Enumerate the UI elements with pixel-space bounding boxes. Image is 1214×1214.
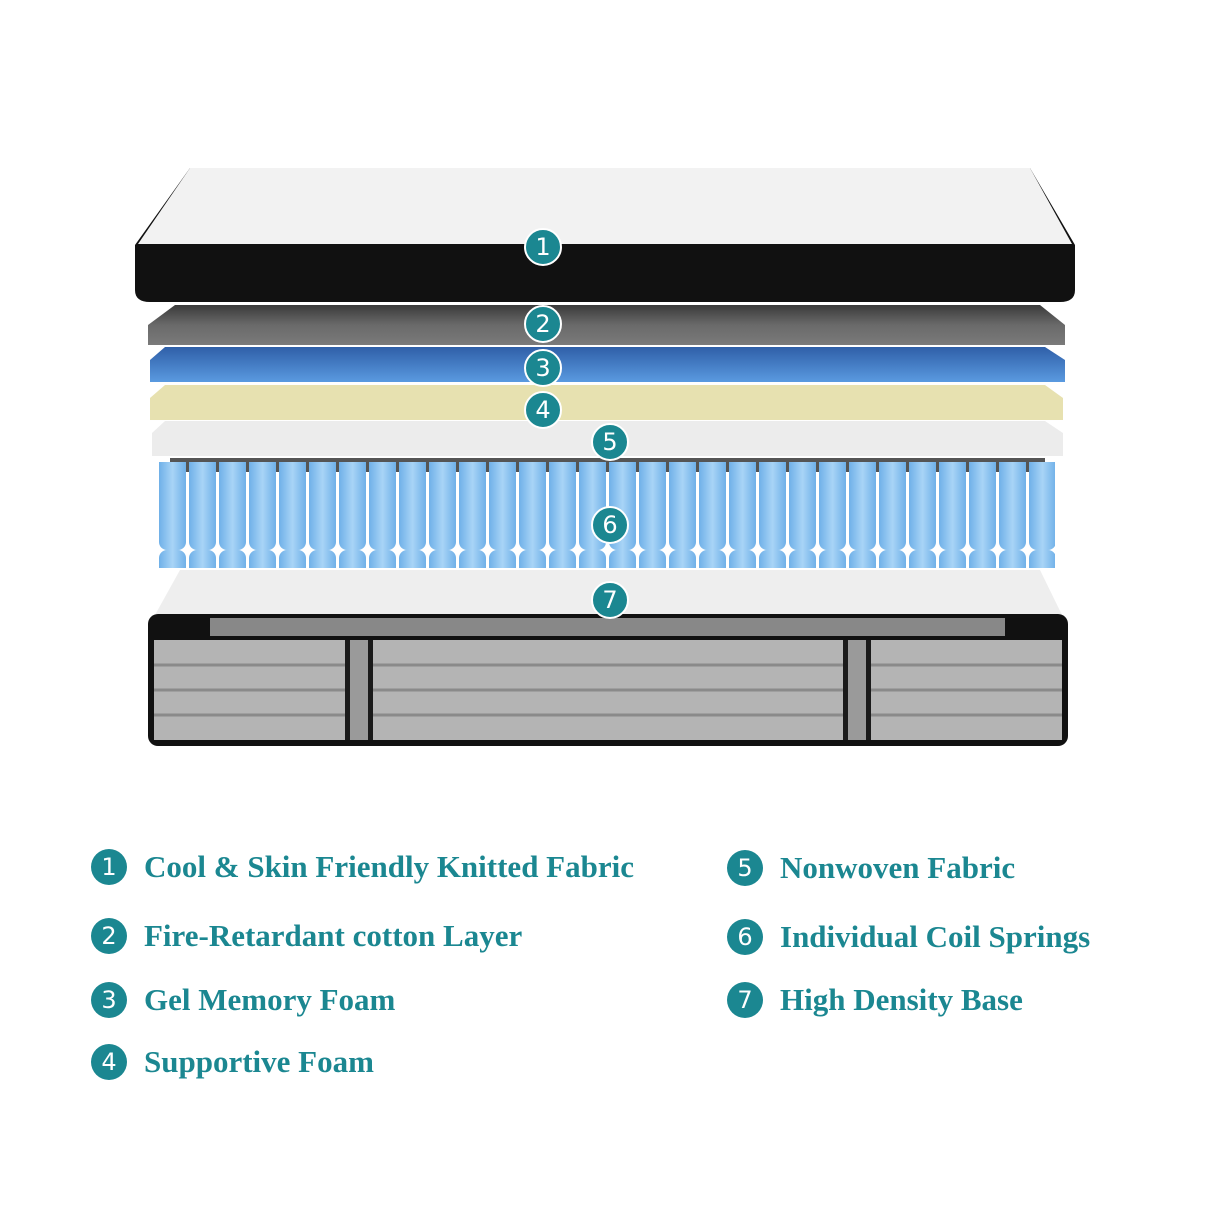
legend-item-3: 3 Gel Memory Foam [91, 982, 395, 1018]
layer-6-coil-springs [158, 458, 1055, 568]
svg-text:3: 3 [535, 354, 550, 382]
svg-text:4: 4 [535, 396, 550, 424]
legend-number: 5 [727, 850, 763, 886]
badge-2: 2 [524, 305, 562, 343]
svg-text:7: 7 [602, 586, 617, 614]
legend-label: Cool & Skin Friendly Knitted Fabric [144, 849, 634, 884]
legend-item-5: 5 Nonwoven Fabric [727, 850, 1015, 886]
svg-text:2: 2 [535, 310, 550, 338]
badge-5: 5 [591, 423, 629, 461]
legend-label: High Density Base [780, 982, 1023, 1017]
legend-number: 2 [91, 918, 127, 954]
svg-text:6: 6 [602, 511, 617, 539]
legend-label: Fire-Retardant cotton Layer [144, 918, 523, 953]
badge-6: 6 [591, 506, 629, 544]
legend-item-6: 6 Individual Coil Springs [727, 919, 1090, 955]
legend-number: 6 [727, 919, 763, 955]
legend-label: Individual Coil Springs [780, 919, 1091, 954]
layer-3-gel-foam [150, 347, 1065, 382]
badge-1: 1 [524, 228, 562, 266]
legend-number: 3 [91, 982, 127, 1018]
legend-label: Gel Memory Foam [144, 982, 396, 1017]
badge-3: 3 [524, 349, 562, 387]
legend-number: 1 [91, 849, 127, 885]
mattress-base [148, 614, 1068, 746]
legend-number: 7 [727, 982, 763, 1018]
legend-item-2: 2 Fire-Retardant cotton Layer [91, 918, 522, 954]
layer-1-knitted-fabric [135, 168, 1075, 302]
legend-label: Nonwoven Fabric [780, 850, 1016, 885]
badge-4: 4 [524, 391, 562, 429]
svg-text:1: 1 [535, 233, 550, 261]
badge-7: 7 [591, 581, 629, 619]
legend-item-1: 1 Cool & Skin Friendly Knitted Fabric [91, 849, 634, 885]
legend-label: Supportive Foam [144, 1044, 374, 1079]
svg-text:5: 5 [602, 428, 617, 456]
legend-item-7: 7 High Density Base [727, 982, 1023, 1018]
legend-number: 4 [91, 1044, 127, 1080]
legend-item-4: 4 Supportive Foam [91, 1044, 374, 1080]
layer-2-cotton [148, 305, 1065, 345]
layer-4-supportive-foam [150, 385, 1063, 420]
